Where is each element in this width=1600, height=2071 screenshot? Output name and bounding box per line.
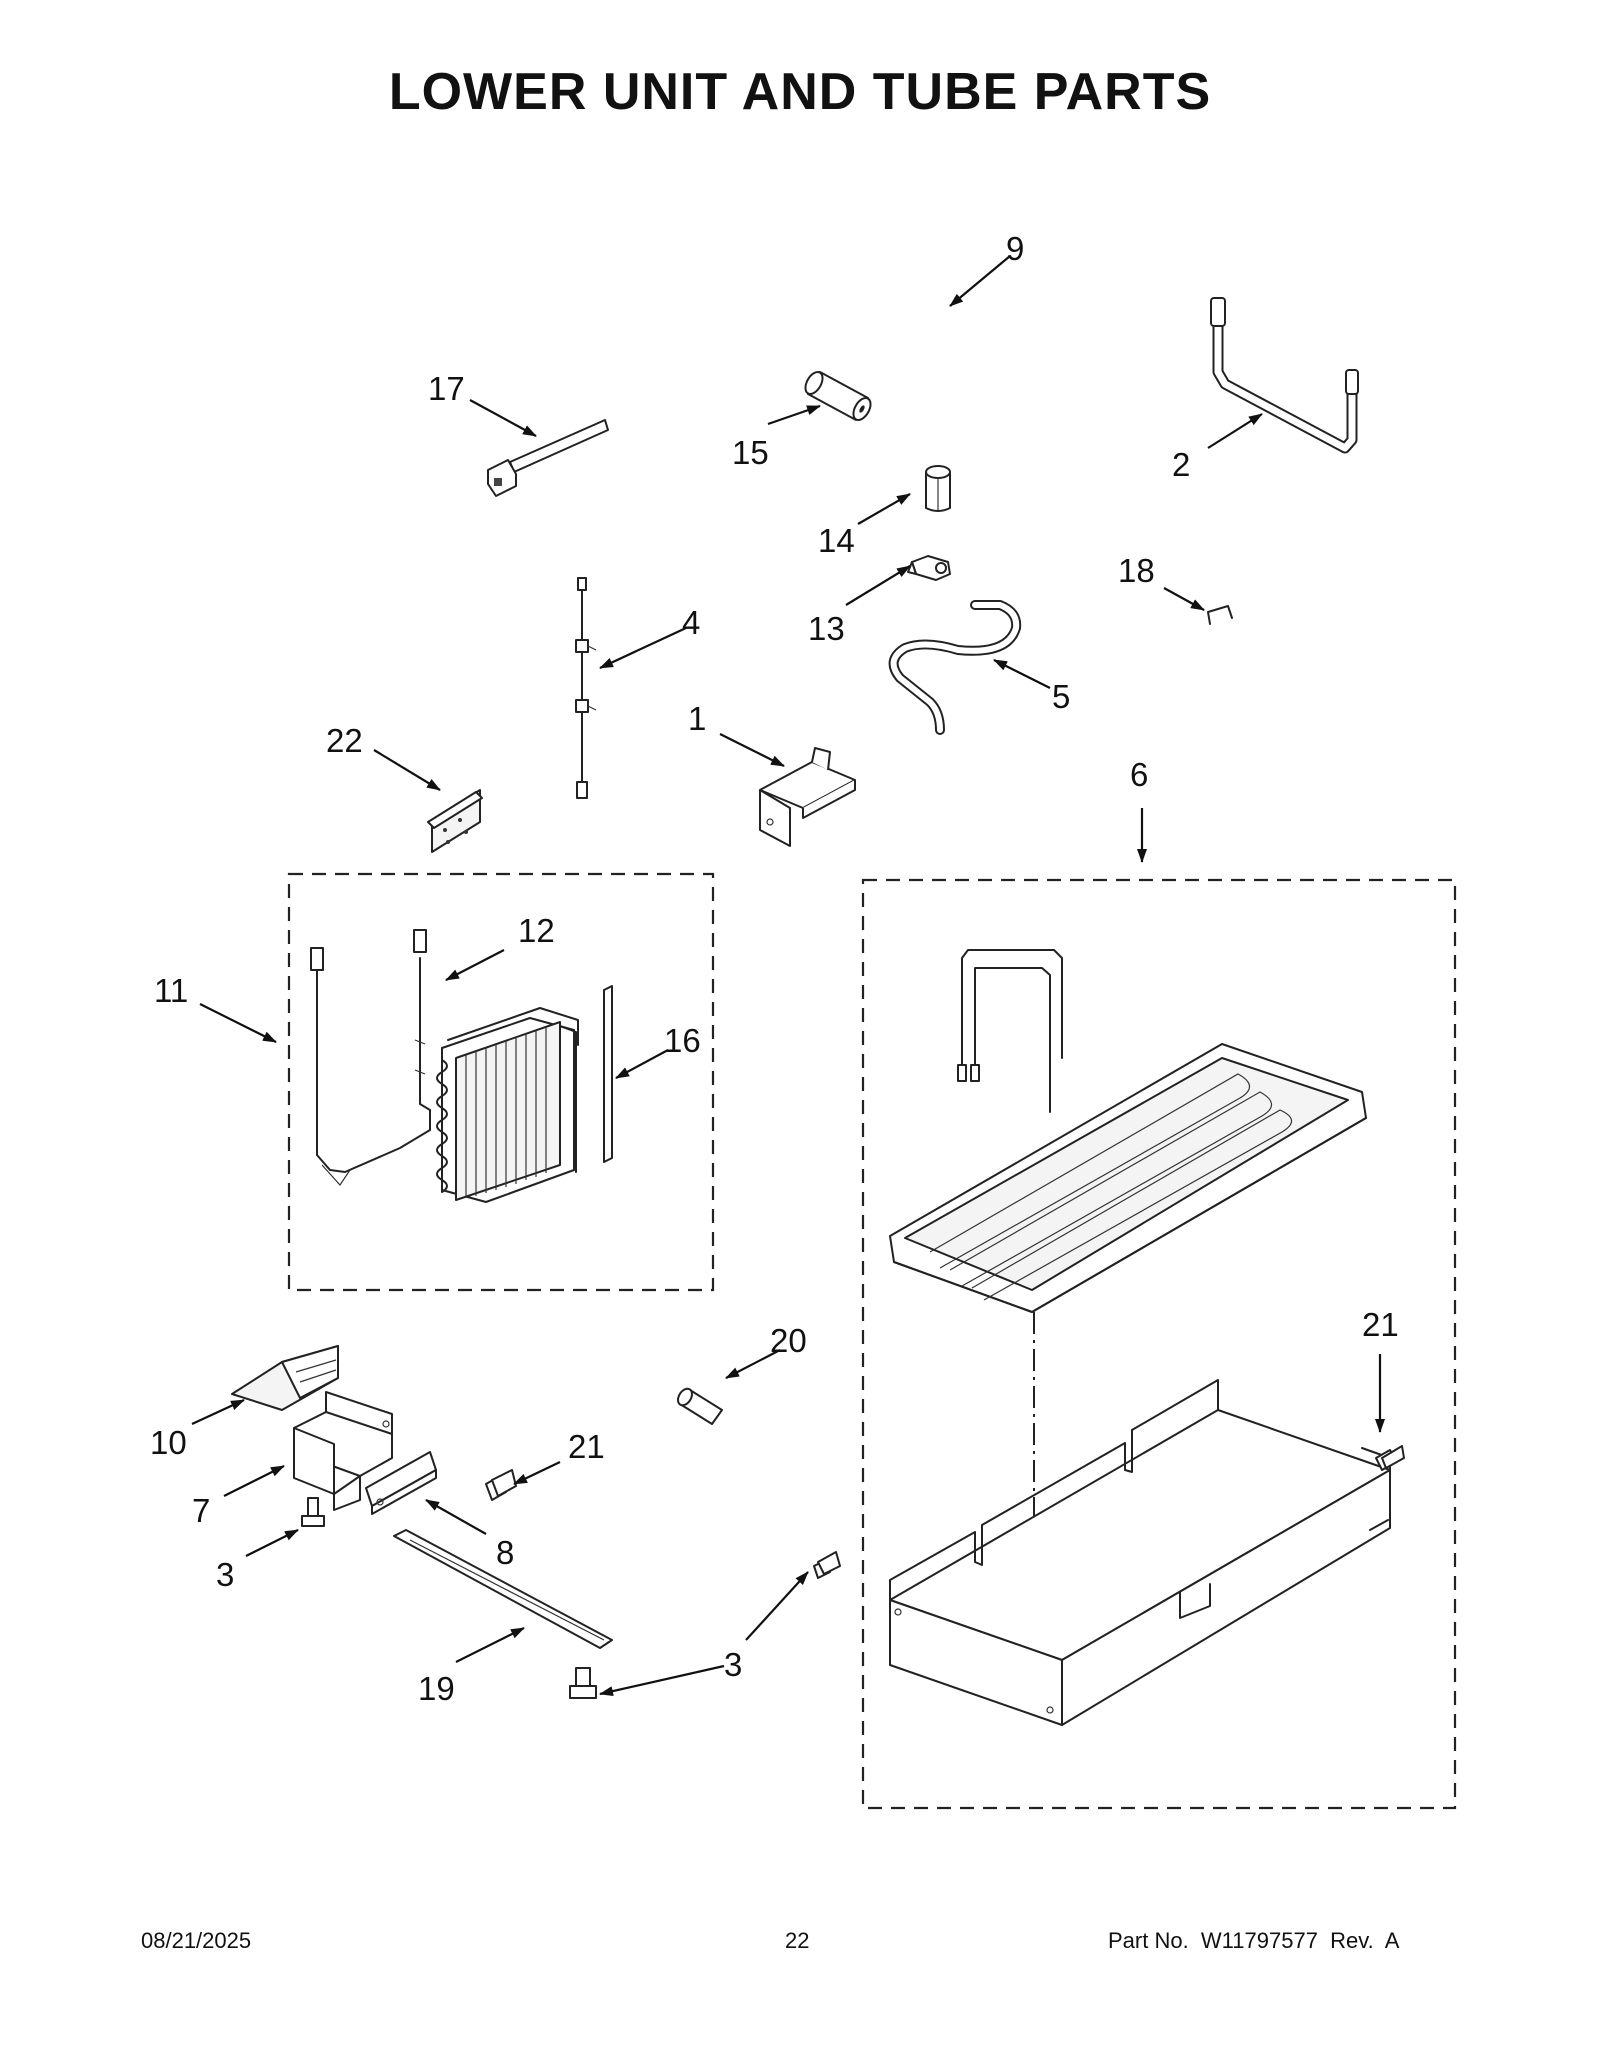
callout-22: 22 xyxy=(326,722,363,759)
callout-15: 15 xyxy=(732,434,769,471)
callout-16: 16 xyxy=(664,1022,701,1059)
callout-20: 20 xyxy=(770,1322,807,1359)
part-13-clamp[interactable] xyxy=(907,555,951,581)
part-15-sleeve[interactable] xyxy=(802,369,874,423)
callout-21-left: 21 xyxy=(568,1428,605,1465)
footer-part-number: Part No. W11797577 Rev. A xyxy=(1108,1928,1400,1953)
callout-arrows xyxy=(191,255,1385,1697)
page-title: LOWER UNIT AND TUBE PARTS xyxy=(388,63,1212,121)
base-tray[interactable] xyxy=(889,1379,1391,1726)
callout-5: 5 xyxy=(1052,678,1070,715)
callout-1: 1 xyxy=(688,700,706,737)
part-17-cable-tie[interactable] xyxy=(487,419,609,497)
callout-14: 14 xyxy=(818,522,855,559)
callout-13: 13 xyxy=(808,610,845,647)
callout-21-right: 21 xyxy=(1362,1306,1399,1343)
callout-17: 17 xyxy=(428,370,465,407)
callout-2: 2 xyxy=(1172,446,1190,483)
part-20-pin[interactable] xyxy=(675,1386,723,1425)
callout-18: 18 xyxy=(1118,552,1155,589)
part-3-screw-strap[interactable] xyxy=(569,1667,597,1699)
part-11-12-tubes[interactable] xyxy=(310,929,431,1186)
part-18-clip[interactable] xyxy=(1207,605,1233,625)
callout-11: 11 xyxy=(154,972,188,1009)
callout-12: 12 xyxy=(518,912,555,949)
assembly-6-box xyxy=(861,878,1457,1810)
part-9-tube[interactable] xyxy=(792,273,1051,401)
part-5-tube[interactable] xyxy=(888,600,1022,735)
part-19-strap[interactable] xyxy=(393,1529,613,1649)
part-3-screw-tray[interactable] xyxy=(813,1551,841,1579)
callout-8: 8 xyxy=(496,1534,514,1571)
callout-9: 9 xyxy=(1006,230,1024,267)
callout-labels: 9 2 17 15 14 13 18 5 4 1 22 6 12 11 16 2… xyxy=(150,230,1399,1707)
part-22-plate[interactable] xyxy=(427,789,483,853)
part-21-screw-right[interactable] xyxy=(1375,1445,1405,1471)
assembly-11-box xyxy=(287,872,715,1292)
part-16-strip[interactable] xyxy=(603,985,613,1163)
part-21-screw-left[interactable] xyxy=(485,1469,517,1501)
part-2-tube[interactable] xyxy=(1210,297,1359,454)
callout-4: 4 xyxy=(682,604,700,641)
part-10-cover[interactable] xyxy=(231,1345,339,1411)
part-1-bracket[interactable] xyxy=(759,747,856,847)
part-14-grommet[interactable] xyxy=(925,465,951,512)
callout-10: 10 xyxy=(150,1424,187,1461)
drain-pan-heater[interactable] xyxy=(889,949,1367,1313)
callout-3-strap: 3 xyxy=(724,1646,742,1683)
footer-page-number: 22 xyxy=(785,1928,810,1953)
callout-3-bracket: 3 xyxy=(216,1556,234,1593)
part-7-bracket[interactable] xyxy=(293,1391,393,1511)
callout-19: 19 xyxy=(418,1670,455,1707)
callout-6: 6 xyxy=(1130,756,1148,793)
part-4-wire-harness[interactable] xyxy=(575,577,597,799)
part-3-screw-bracket[interactable] xyxy=(301,1497,325,1527)
condenser-coil[interactable] xyxy=(436,1007,579,1203)
part-8-plate[interactable] xyxy=(365,1451,437,1515)
callout-7: 7 xyxy=(192,1492,210,1529)
footer-date: 08/21/2025 xyxy=(141,1928,252,1953)
